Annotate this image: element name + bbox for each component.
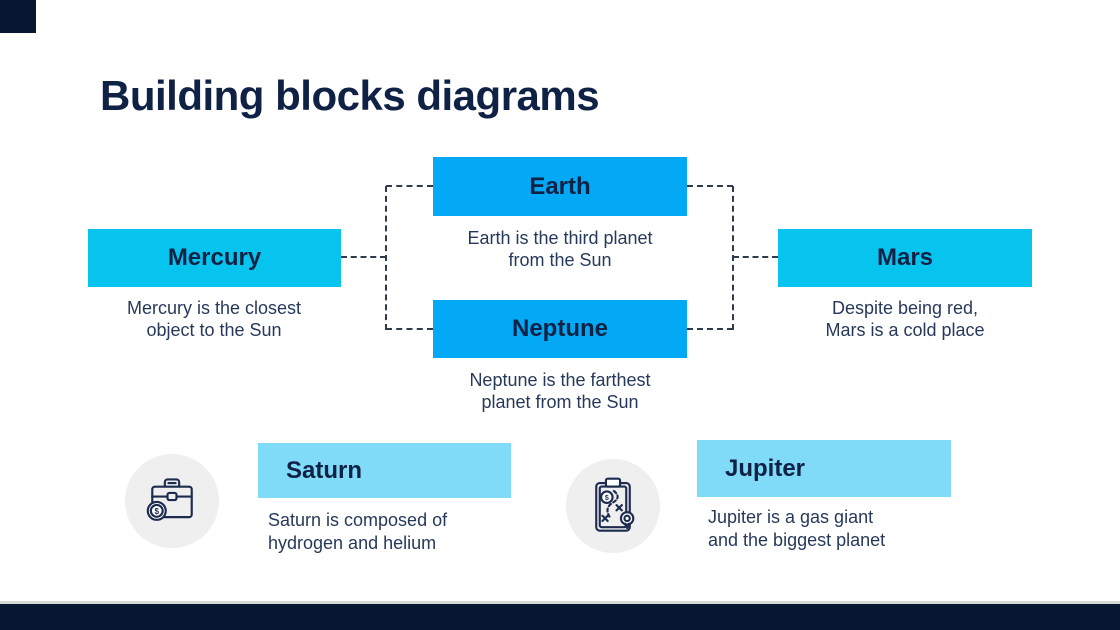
block-mars-label: Mars [876, 244, 934, 271]
connector-mercury-out [341, 256, 386, 258]
feature-saturn-description: Saturn is composed of hydrogen and heliu… [268, 510, 448, 553]
feature-bar-saturn[interactable]: Saturn [258, 443, 511, 498]
block-mercury-label: Mercury [167, 244, 262, 271]
connector-neptune-right [687, 328, 733, 330]
block-mercury[interactable]: Mercury [88, 229, 341, 287]
block-neptune-description: Neptune is the farthest planet from the … [469, 370, 651, 412]
connector-right-vertical [732, 186, 734, 330]
feature-jupiter-description: Jupiter is a gas giant and the biggest p… [708, 507, 886, 550]
connector-left-vertical [385, 186, 387, 330]
connector-neptune-left [386, 328, 433, 330]
svg-text:$: $ [605, 495, 609, 502]
page-title: Building blocks diagrams [100, 72, 600, 119]
block-mercury-description: Mercury is the closest object to the Sun [126, 298, 302, 340]
saturn-icon-circle: $ [125, 454, 219, 548]
footer-bar [0, 604, 1120, 630]
footer-hairline [0, 601, 1120, 604]
block-earth-description: Earth is the third planet from the Sun [467, 228, 653, 270]
jupiter-icon-circle: $ [566, 459, 660, 553]
block-neptune-label: Neptune [512, 315, 608, 342]
block-mars[interactable]: Mars [778, 229, 1032, 287]
feature-saturn-label: Saturn [286, 456, 363, 484]
feature-jupiter-label: Jupiter [725, 454, 806, 482]
connector-earth-left [386, 185, 433, 187]
corner-accent-square [0, 0, 36, 33]
feature-bar-jupiter[interactable]: Jupiter [697, 440, 951, 497]
treasure-map-clipboard-icon: $ [595, 477, 635, 532]
svg-text:$: $ [155, 507, 160, 516]
connector-mars-in [733, 256, 778, 258]
briefcase-coin-icon: $ [146, 478, 193, 521]
block-mars-description: Despite being red, Mars is a cold place [825, 298, 985, 340]
connector-earth-right [687, 185, 733, 187]
block-earth[interactable]: Earth [433, 157, 687, 216]
block-earth-label: Earth [529, 172, 591, 200]
block-neptune[interactable]: Neptune [433, 300, 687, 358]
